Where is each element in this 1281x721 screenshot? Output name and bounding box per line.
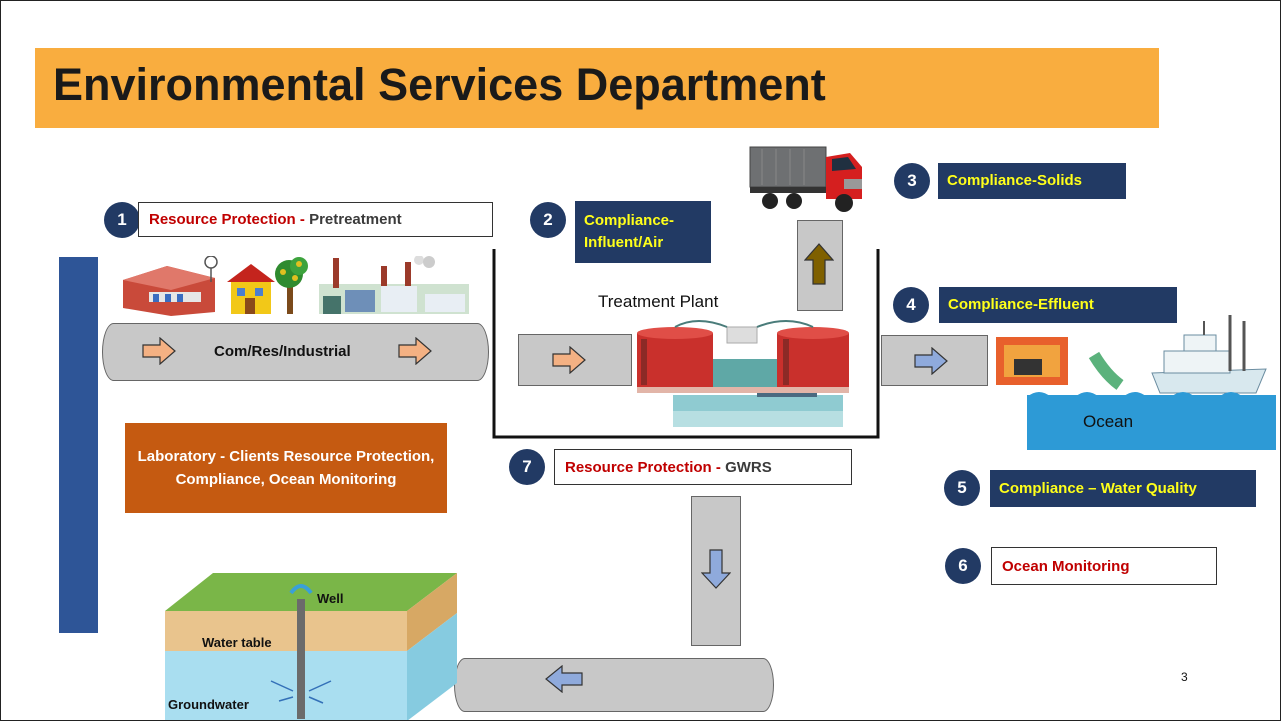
pipe-solids bbox=[797, 220, 843, 311]
pipe-gwrs-horizontal bbox=[454, 658, 774, 712]
treatment-plant-label: Treatment Plant bbox=[598, 292, 719, 311]
pipe-effluent bbox=[881, 335, 988, 386]
buildings-illustration bbox=[123, 256, 469, 316]
arrow-up-icon bbox=[804, 243, 834, 285]
compliance-effluent-box: Compliance-Effluent bbox=[939, 287, 1177, 323]
badge-3: 3 bbox=[894, 163, 930, 199]
badge-1: 1 bbox=[104, 202, 140, 238]
ocean-monitoring-box: Ocean Monitoring bbox=[991, 547, 1217, 585]
arrow-right-icon bbox=[142, 337, 176, 365]
resource-protection-label: Resource Protection bbox=[149, 211, 296, 228]
arrow-down-icon bbox=[701, 549, 731, 589]
page-title: Environmental Services Department bbox=[53, 59, 826, 110]
well-label: Well bbox=[317, 591, 344, 606]
pipe-label: Com/Res/Industrial bbox=[214, 343, 351, 360]
treatment-plant-container bbox=[492, 249, 880, 439]
pretreatment-label: Pretreatment bbox=[309, 211, 402, 228]
compliance-influent-line1: Compliance- bbox=[584, 212, 675, 229]
compliance-influent-air-box: Compliance- Influent/Air bbox=[575, 201, 711, 263]
arrow-right-icon bbox=[552, 346, 586, 374]
ocean-block bbox=[1027, 395, 1276, 450]
resource-protection-label-2: Resource Protection bbox=[565, 458, 712, 476]
ocean-monitoring-label: Ocean Monitoring bbox=[1002, 557, 1130, 575]
compliance-water-quality-box: Compliance – Water Quality bbox=[990, 470, 1256, 507]
groundwater-label: Groundwater bbox=[168, 697, 249, 712]
arrow-right-icon bbox=[398, 337, 432, 365]
separator-2: - bbox=[711, 458, 726, 476]
laboratory-box: Laboratory - Clients Resource Protection… bbox=[125, 423, 447, 513]
badge-2: 2 bbox=[530, 202, 566, 238]
treatment-tanks-illustration bbox=[637, 320, 849, 427]
badge-6: 6 bbox=[945, 548, 981, 584]
arrow-left-icon bbox=[545, 665, 583, 693]
separator: - bbox=[295, 211, 310, 228]
water-table-label: Water table bbox=[202, 635, 272, 650]
outfall-ship-illustration bbox=[996, 315, 1267, 394]
left-bar bbox=[59, 257, 98, 633]
title-bar bbox=[35, 48, 1159, 128]
groundwater-illustration bbox=[165, 573, 457, 720]
badge-4: 4 bbox=[893, 287, 929, 323]
resource-protection-gwrs-box: Resource Protection - GWRS bbox=[554, 449, 852, 485]
pipe-influent bbox=[518, 334, 632, 386]
badge-5: 5 bbox=[944, 470, 980, 506]
compliance-influent-line2: Influent/Air bbox=[584, 234, 664, 251]
resource-protection-pretreatment-box: Resource Protection - Pretreatment bbox=[138, 202, 493, 237]
ocean-label: Ocean bbox=[1083, 412, 1134, 431]
page-number: 3 bbox=[1181, 670, 1188, 684]
truck-icon bbox=[749, 146, 862, 212]
arrow-right-icon bbox=[914, 347, 948, 375]
badge-7: 7 bbox=[509, 449, 545, 485]
compliance-solids-box: Compliance-Solids bbox=[938, 163, 1126, 199]
gwrs-label: GWRS bbox=[725, 458, 772, 476]
ocean-waves bbox=[1027, 392, 1276, 401]
